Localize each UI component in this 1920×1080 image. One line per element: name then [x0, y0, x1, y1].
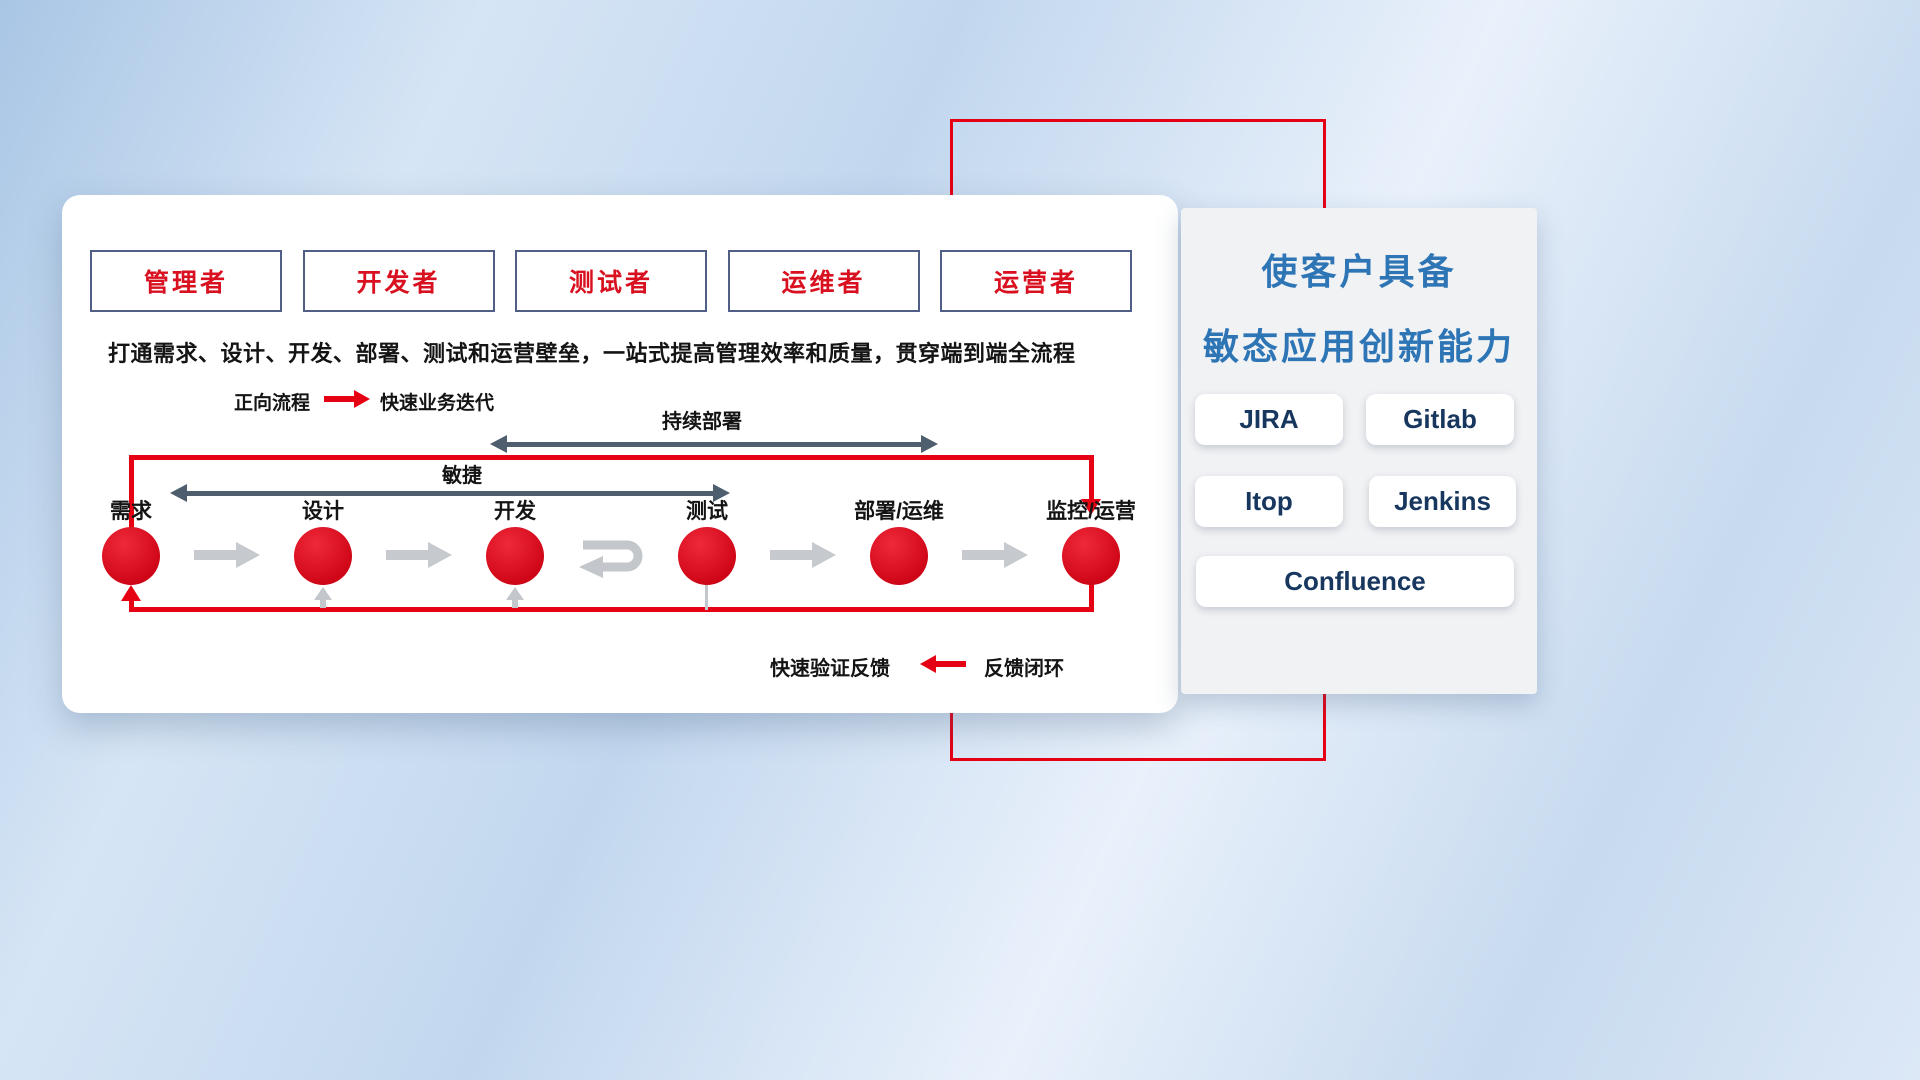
forward-arrow-icon [324, 390, 370, 408]
forward-loop-line-top [129, 455, 1094, 460]
role-label: 运维者 [781, 269, 866, 297]
panel-title-line2: 敏态应用创新能力 [1202, 326, 1515, 367]
continuous-deploy-label: 持续部署 [662, 411, 742, 433]
stage-label: 开发 [494, 500, 536, 523]
feedback-connector-line [705, 584, 708, 610]
capability-panel: 使客户具备 敏态应用创新能力 JIRA Gitlab Itop Jenkins … [1181, 208, 1537, 694]
feedback-up-stem [320, 598, 326, 608]
stage-circle [870, 527, 928, 585]
stage-deploy-ops: 部署/运维 [819, 495, 979, 585]
forward-legend-label: 正向流程 [234, 393, 311, 414]
tool-gitlab: Gitlab [1366, 394, 1514, 445]
role-label: 运营者 [993, 269, 1078, 297]
tool-itop: Itop [1195, 476, 1343, 527]
roles-row: 管理者 开发者 测试者 运维者 运营者 [90, 250, 1132, 312]
stage-circle [294, 527, 352, 585]
stage-circle [486, 527, 544, 585]
stage-label: 需求 [110, 500, 152, 523]
workflow-card: 管理者 开发者 测试者 运维者 运营者 打通需求、设计、开发、部署、测试和运营壁… [62, 195, 1178, 713]
forward-loop-line-right [1089, 455, 1094, 501]
flow-arrow-icon [962, 542, 1028, 568]
forward-loop-line-left [129, 455, 134, 531]
stage-design: 设计 [243, 495, 403, 585]
feedback-loop-stem-left [129, 599, 134, 609]
description-text: 打通需求、设计、开发、部署、测试和运营壁垒，一站式提高管理效率和质量，贯穿端到端… [108, 341, 1076, 366]
role-box-operator: 运营者 [940, 250, 1132, 312]
role-box-ops: 运维者 [727, 250, 920, 312]
role-box-developer: 开发者 [302, 250, 495, 312]
stage-label: 部署/运维 [854, 500, 944, 523]
feedback-up-arrow-icon [506, 587, 524, 600]
stage-development: 开发 [435, 495, 595, 585]
role-box-manager: 管理者 [90, 250, 282, 312]
forward-loop-arrow-down-icon [1081, 499, 1101, 515]
role-label: 测试者 [568, 269, 653, 297]
role-box-tester: 测试者 [515, 250, 707, 312]
flow-arrow-icon [194, 542, 260, 568]
agile-label: 敏捷 [442, 465, 482, 487]
feedback-legend-label: 快速验证反馈 [770, 658, 890, 680]
stage-circle [102, 527, 160, 585]
tool-confluence: Confluence [1196, 556, 1514, 607]
feedback-loop-arrow-up-icon [121, 585, 141, 601]
stage-label: 设计 [302, 500, 344, 523]
feedback-legend-text: 反馈闭环 [984, 658, 1064, 680]
feedback-up-arrow-icon [314, 587, 332, 600]
feedback-loop-line-right [1089, 583, 1094, 609]
flow-arrow-icon [770, 542, 836, 568]
stage-circle [678, 527, 736, 585]
feedback-up-stem [512, 598, 518, 608]
stage-circle [1062, 527, 1120, 585]
stage-label: 监控/运营 [1046, 500, 1136, 523]
feedback-arrow-icon [920, 655, 966, 673]
iteration-loop-arrow-icon [579, 540, 643, 578]
stage-monitor-ops: 监控/运营 [1011, 495, 1171, 585]
role-label: 管理者 [143, 269, 228, 297]
stage-requirements: 需求 [51, 495, 211, 585]
feedback-loop-line-bottom [129, 607, 1094, 612]
forward-legend-text: 快速业务迭代 [380, 393, 495, 414]
flow-arrow-icon [386, 542, 452, 568]
panel-title-line1: 使客户具备 [1261, 251, 1457, 292]
stage-label: 测试 [686, 500, 728, 523]
agile-arrow-icon [170, 484, 730, 502]
tool-jira: JIRA [1195, 394, 1343, 445]
stage-testing: 测试 [627, 495, 787, 585]
continuous-deploy-arrow-icon [490, 435, 938, 453]
role-label: 开发者 [356, 269, 441, 297]
tool-jenkins: Jenkins [1369, 476, 1516, 527]
